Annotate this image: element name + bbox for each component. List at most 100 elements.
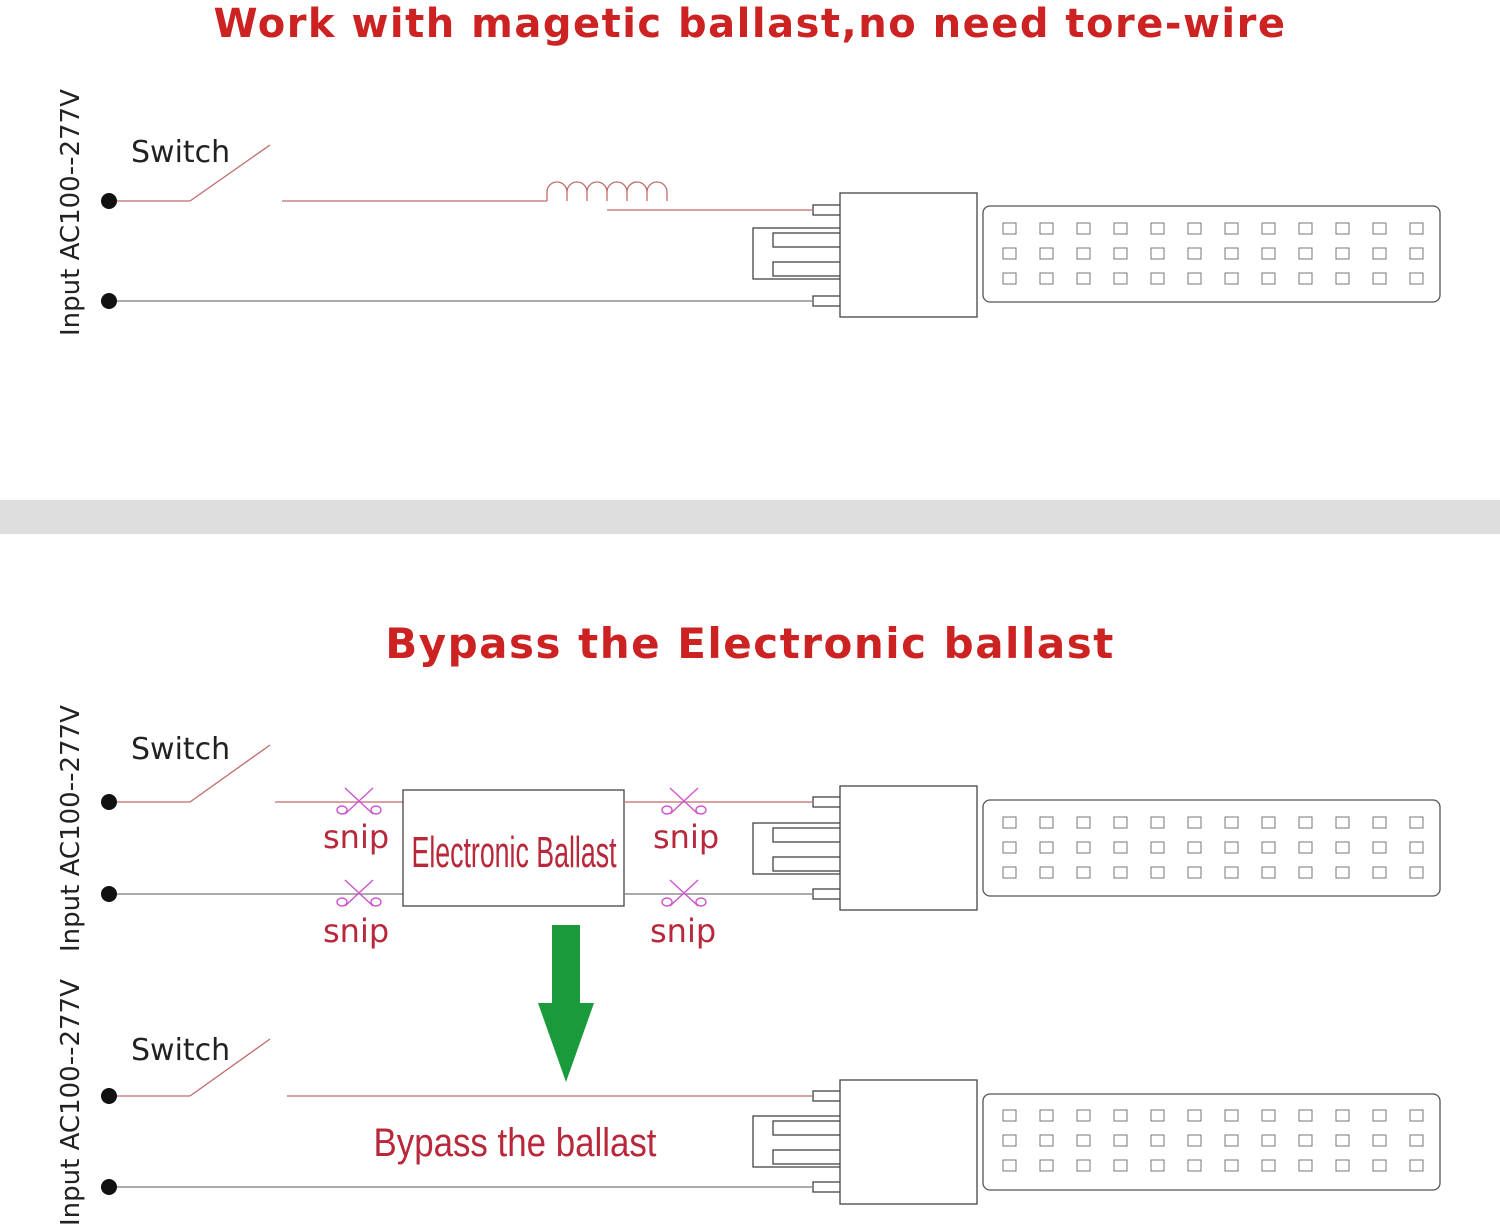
led-chip	[1076, 1159, 1091, 1172]
led-chip	[1261, 816, 1276, 829]
led-chip	[1187, 222, 1202, 235]
led-chip	[1076, 1109, 1091, 1122]
led-chip	[1076, 272, 1091, 285]
led-chip	[1150, 222, 1165, 235]
input-terminal-live	[101, 193, 117, 209]
scissors-icon	[336, 879, 382, 907]
led-chip	[1039, 1159, 1054, 1172]
section-magnetic-ballast: Input AC100--277V Switch	[56, 89, 1441, 336]
led-chip	[1372, 841, 1387, 854]
scissors-icon	[336, 787, 382, 815]
led-chip	[1002, 866, 1017, 879]
led-chip	[1076, 866, 1091, 879]
input-terminal-live	[101, 1088, 117, 1104]
led-chip-grid	[1002, 222, 1424, 285]
led-chip	[1039, 272, 1054, 285]
led-chip	[1298, 866, 1313, 879]
scissors-icon	[661, 879, 707, 907]
input-terminal-neutral	[101, 293, 117, 309]
led-chip	[1187, 247, 1202, 260]
led-chip	[1002, 272, 1017, 285]
led-lamp	[752, 785, 1441, 911]
led-chip	[1261, 1134, 1276, 1147]
led-chip	[1150, 1134, 1165, 1147]
led-chip	[1261, 247, 1276, 260]
led-chip	[1224, 816, 1239, 829]
led-chip	[1335, 222, 1350, 235]
led-chip	[1187, 816, 1202, 829]
led-chip	[1113, 866, 1128, 879]
led-chip	[1039, 841, 1054, 854]
led-chip	[1409, 272, 1424, 285]
led-chip	[1002, 841, 1017, 854]
switch-label: Switch	[131, 135, 230, 170]
snip-label: snip	[653, 818, 719, 856]
led-chip	[1335, 816, 1350, 829]
electronic-ballast-box	[402, 789, 625, 907]
led-chip	[1261, 1159, 1276, 1172]
switch-lever	[189, 1038, 271, 1097]
input-voltage-label: Input AC100--277V	[56, 89, 86, 336]
led-chip	[1187, 272, 1202, 285]
led-chip	[1372, 1109, 1387, 1122]
input-terminal-live	[101, 794, 117, 810]
switch-lever	[189, 144, 271, 202]
led-chip	[1113, 247, 1128, 260]
led-chip	[1150, 816, 1165, 829]
down-arrow-icon	[538, 925, 594, 1082]
scissors-icon	[661, 787, 707, 815]
led-chip	[1372, 816, 1387, 829]
led-chip	[1261, 866, 1276, 879]
led-chip	[1113, 272, 1128, 285]
input-terminal-neutral	[101, 1179, 117, 1195]
led-chip	[1224, 247, 1239, 260]
led-chip	[1113, 841, 1128, 854]
led-chip	[1039, 1109, 1054, 1122]
snip-label: snip	[650, 912, 716, 950]
bypass-ballast-label: Bypass the ballast	[374, 1121, 657, 1165]
led-chip	[1076, 247, 1091, 260]
led-chip	[1409, 247, 1424, 260]
led-chip	[1113, 816, 1128, 829]
led-chip	[1224, 1134, 1239, 1147]
led-chip	[1261, 272, 1276, 285]
led-chip	[1002, 1109, 1017, 1122]
led-chip	[1150, 1159, 1165, 1172]
led-chip	[1224, 841, 1239, 854]
led-chip	[1076, 841, 1091, 854]
led-chip	[1372, 1159, 1387, 1172]
led-chip	[1298, 816, 1313, 829]
led-chip	[1039, 1134, 1054, 1147]
led-lamp	[752, 192, 1441, 318]
section-divider	[0, 500, 1500, 534]
led-chip	[1187, 841, 1202, 854]
led-chip	[1150, 1109, 1165, 1122]
led-chip	[1335, 866, 1350, 879]
led-chip	[1409, 222, 1424, 235]
led-chip	[1298, 1134, 1313, 1147]
input-voltage-label: Input AC100--277V	[56, 705, 86, 952]
switch-label: Switch	[131, 732, 230, 767]
led-chip	[1113, 1109, 1128, 1122]
led-chip	[1002, 1159, 1017, 1172]
led-chip	[1002, 247, 1017, 260]
led-chip	[1409, 866, 1424, 879]
led-lamp	[752, 1079, 1441, 1205]
snip-label: snip	[323, 912, 389, 950]
led-chip	[1076, 816, 1091, 829]
led-chip	[1002, 1134, 1017, 1147]
led-chip	[1372, 247, 1387, 260]
led-chip	[1372, 1134, 1387, 1147]
led-chip	[1002, 816, 1017, 829]
led-chip	[1298, 1159, 1313, 1172]
section-electronic-ballast: Input AC100--277V Switch Electronic Ball…	[56, 705, 1441, 952]
led-chip	[1298, 247, 1313, 260]
led-chip	[1372, 222, 1387, 235]
led-chip	[1113, 1134, 1128, 1147]
led-chip	[1261, 222, 1276, 235]
led-chip	[1150, 272, 1165, 285]
led-chip	[1372, 866, 1387, 879]
led-chip-grid	[1002, 816, 1424, 879]
led-chip	[1298, 1109, 1313, 1122]
